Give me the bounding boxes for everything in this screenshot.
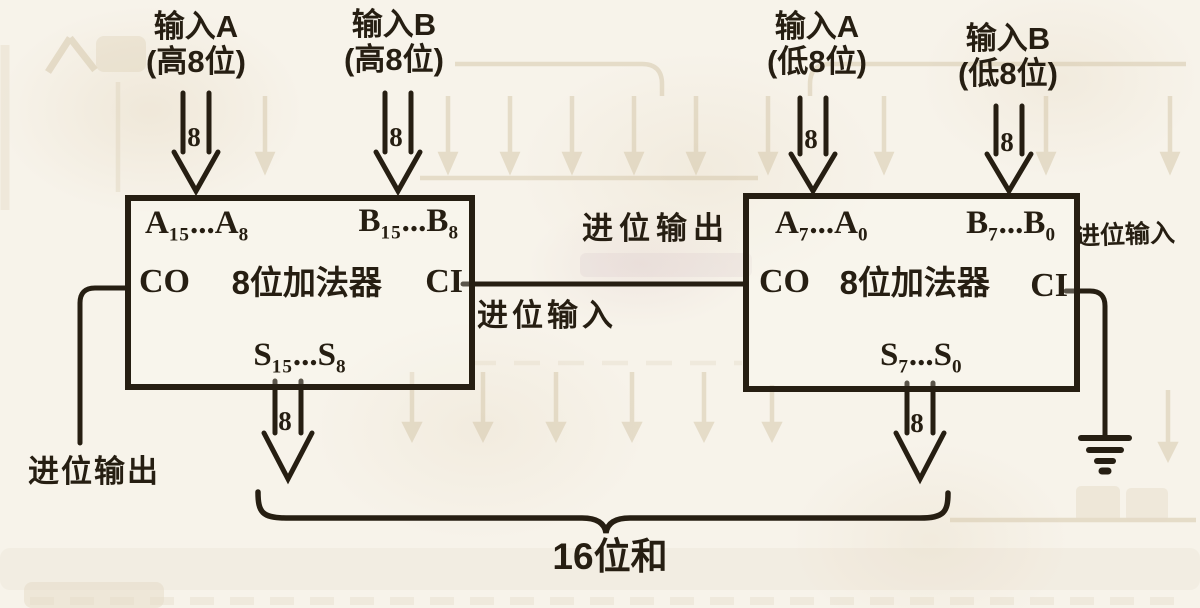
- input-b-low-range: (低8位): [958, 55, 1058, 91]
- ghost-arrow: [1035, 96, 1057, 176]
- ground-icon: [1078, 435, 1132, 475]
- pin-co-low: CO: [759, 263, 810, 300]
- input-b-high-range: (高8位): [344, 41, 444, 77]
- ghost-arrow: [499, 96, 521, 176]
- ghost-arrow: [761, 385, 783, 444]
- ghost-arrow: [1157, 390, 1179, 464]
- pin-b-low: B7...B0: [966, 205, 1056, 246]
- input-b-low-name: 输入B: [965, 21, 1051, 56]
- adder-low-box: A7...A0 B7...B0 CO 8位加法器 CI S7...S0: [743, 193, 1080, 392]
- ghost-arrow: [693, 372, 715, 444]
- input-a-low-name: 输入A: [774, 9, 860, 44]
- input-a-low-label: 输入A (低8位): [767, 9, 867, 79]
- ghost-arrow: [873, 96, 895, 176]
- pin-a-high: A15...A8: [145, 205, 250, 246]
- input-a-high-label: 输入A (高8位): [146, 9, 246, 79]
- bus-width-8: 8: [389, 122, 403, 152]
- pin-a-low: A7...A0: [775, 205, 869, 246]
- carry-in-ground-wire: [1063, 288, 1108, 440]
- bus-width-8: 8: [804, 124, 818, 154]
- ghost-arrow: [621, 372, 643, 444]
- ghost-arrow: [1159, 96, 1181, 176]
- input-a-low-range: (低8位): [767, 43, 867, 79]
- ghost-line: [455, 61, 665, 96]
- pin-s-low: S7...S0: [879, 336, 963, 378]
- ghost-glyph: [45, 35, 98, 74]
- input-b-low-label: 输入B (低8位): [958, 21, 1058, 91]
- sum-brace: [255, 489, 951, 534]
- pin-co-high: CO: [139, 263, 190, 300]
- ghost-arrow: [545, 372, 567, 444]
- input-a-high-range: (高8位): [146, 43, 246, 79]
- input-b-high-bus-arrow: [373, 90, 423, 197]
- bus-width-8: 8: [278, 406, 292, 436]
- ghost-arrow: [685, 96, 707, 176]
- ghost-arrow: [254, 96, 276, 176]
- input-b-low-bus-arrow: [984, 103, 1034, 196]
- ghost-blob: [580, 253, 752, 277]
- ghost-line: [807, 61, 1186, 96]
- bus-width-8: 8: [1000, 127, 1014, 157]
- scan-bleed-artifacts: [0, 35, 1200, 608]
- ink-strokes: [77, 90, 1132, 534]
- ghost-arrow: [401, 372, 423, 444]
- pin-ci-high: CI: [425, 263, 463, 300]
- adder-high-label: 8位加法器: [231, 264, 382, 301]
- ghost-arrow: [757, 96, 779, 176]
- pin-s-high: S15...S8: [253, 336, 347, 378]
- input-a-high-name: 输入A: [153, 9, 239, 44]
- input-a-low-bus-arrow: [788, 95, 838, 196]
- ghost-arrow: [623, 96, 645, 176]
- carry-in-mid-label: 进位输入: [477, 298, 617, 333]
- input-b-high-name: 输入B: [351, 7, 437, 42]
- ghost-arrow: [472, 372, 494, 444]
- bus-width-8: 8: [910, 408, 924, 438]
- ghost-arrow: [437, 96, 459, 176]
- carry-in-right-label: 进位输入: [1074, 219, 1176, 251]
- input-b-high-label: 输入B (高8位): [344, 7, 444, 77]
- carry-out-wire: [77, 285, 130, 446]
- carry-out-mid-label: 进位输出: [582, 211, 730, 246]
- ghost-arrow: [561, 96, 583, 176]
- ghost-blob: [24, 582, 164, 608]
- ghost-blob: [1126, 488, 1168, 522]
- input-a-high-bus-arrow: [171, 90, 221, 197]
- ghost-blob: [96, 36, 146, 72]
- ghost-band: [0, 548, 1200, 590]
- adder-low-label: 8位加法器: [839, 264, 990, 301]
- sum-label: 16位和: [552, 536, 668, 577]
- carry-out-left-label: 进位输出: [28, 454, 160, 489]
- adder-high-box: A15...A8 B15...B8 CO 8位加法器 CI S15...S8: [125, 195, 475, 390]
- ghost-blob: [1076, 486, 1120, 522]
- pin-b-high: B15...B8: [358, 203, 459, 244]
- bus-width-8: 8: [187, 122, 201, 152]
- pin-ci-low: CI: [1030, 267, 1068, 304]
